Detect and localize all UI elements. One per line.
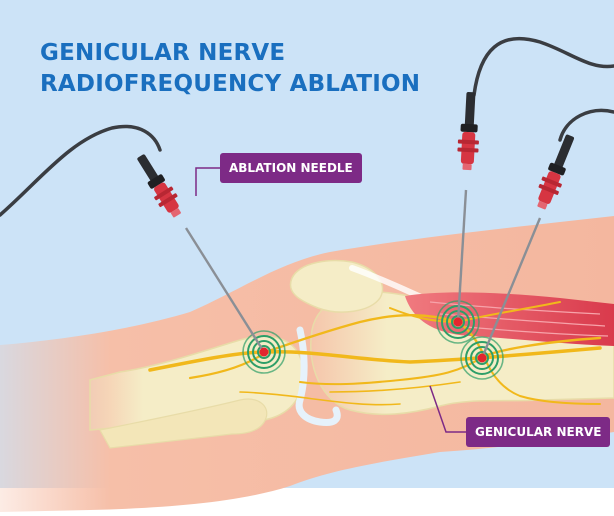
needle-tip-center <box>454 318 463 327</box>
genicular-nerve-label: GENICULAR NERVE <box>466 417 610 447</box>
title-line-2: RADIOFREQUENCY ABLATION <box>40 69 420 100</box>
diagram-title: GENICULAR NERVE RADIOFREQUENCY ABLATION <box>40 38 420 100</box>
ablation-needle-label: ABLATION NEEDLE <box>220 153 362 183</box>
needle-tip-left <box>260 348 269 357</box>
title-line-1: GENICULAR NERVE <box>40 38 420 69</box>
needle-tip-right <box>478 354 487 363</box>
